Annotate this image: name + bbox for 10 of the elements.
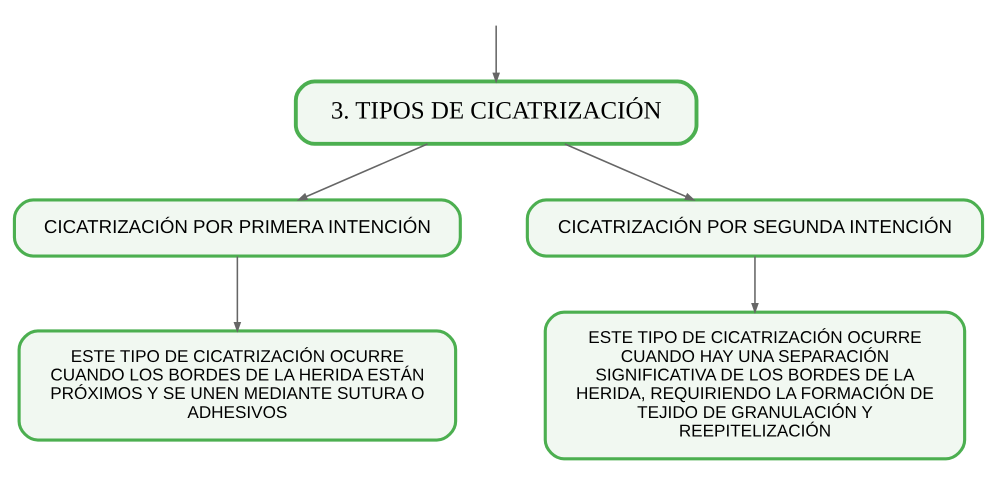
- node-box: ESTE TIPO DE CICATRIZACIÓN OCURRE CUANDO LOS BORDES DE LA HERIDA ESTÁN PRÓXIMOS Y SE UNEN MEDIANTE SUTURA O ADHESIVOS: [18, 329, 458, 442]
- node-box: ESTE TIPO DE CICATRIZACIÓN OCURRE CUANDO HAY UNA SEPARACIÓN SIGNIFICATIVA DE LOS BORDES DE LA HERIDA, REQUIRIENDO LA FORMACIÓN DE TEJIDO DE GRANULACIÓN Y REEPITELIZACIÓN: [544, 310, 966, 460]
- node-box: CICATRIZACIÓN POR PRIMERA INTENCIÓN: [12, 198, 462, 258]
- arrow: [234, 256, 242, 333]
- node-box: 3. TIPOS DE CICATRIZACIÓN: [294, 80, 698, 146]
- arrow: [751, 256, 759, 314]
- arrow: [492, 26, 500, 84]
- arrow: [296, 143, 428, 201]
- node-box: CICATRIZACIÓN POR SEGUNDA INTENCIÓN: [526, 198, 984, 258]
- arrow: [564, 143, 696, 201]
